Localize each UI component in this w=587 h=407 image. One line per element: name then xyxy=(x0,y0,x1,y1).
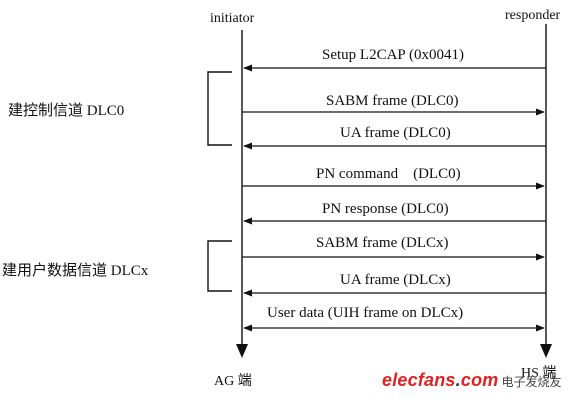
message-label: Setup L2CAP (0x0041) xyxy=(322,47,464,63)
initiator-lifeline-end-arrow xyxy=(236,344,248,358)
message-label: PN response (DLC0) xyxy=(322,201,449,217)
message-label: SABM frame (DLCx) xyxy=(316,235,448,251)
group-bracket-control-channel xyxy=(207,71,232,146)
watermark-domain: com xyxy=(460,370,499,390)
message-label: UA frame (DLC0) xyxy=(340,125,451,141)
watermark-brand: elecfans xyxy=(382,370,456,390)
group-bracket-data-channel xyxy=(207,240,232,292)
responder-label: responder xyxy=(505,8,561,23)
group-label-data-channel: 建用户数据信道 DLCx xyxy=(2,262,149,279)
message-label: UA frame (DLCx) xyxy=(340,272,451,288)
responder-endpoint-label: HS 端 xyxy=(521,365,556,381)
responder-lifeline-end-arrow xyxy=(540,344,552,358)
watermark-separator: . xyxy=(455,370,461,390)
initiator-endpoint-label: AG 端 xyxy=(214,373,252,389)
message-arrows: Setup L2CAP (0x0041) SABM frame (DLC0) U… xyxy=(242,47,546,332)
message-label: PN command (DLC0) xyxy=(316,166,461,182)
watermark-cn: 电子发烧友 xyxy=(501,375,562,389)
message-label: User data (UIH frame on DLCx) xyxy=(267,305,463,321)
initiator-label: initiator xyxy=(210,11,255,26)
group-label-control-channel: 建控制信道 DLC0 xyxy=(8,102,124,119)
message-label: SABM frame (DLC0) xyxy=(326,93,458,109)
